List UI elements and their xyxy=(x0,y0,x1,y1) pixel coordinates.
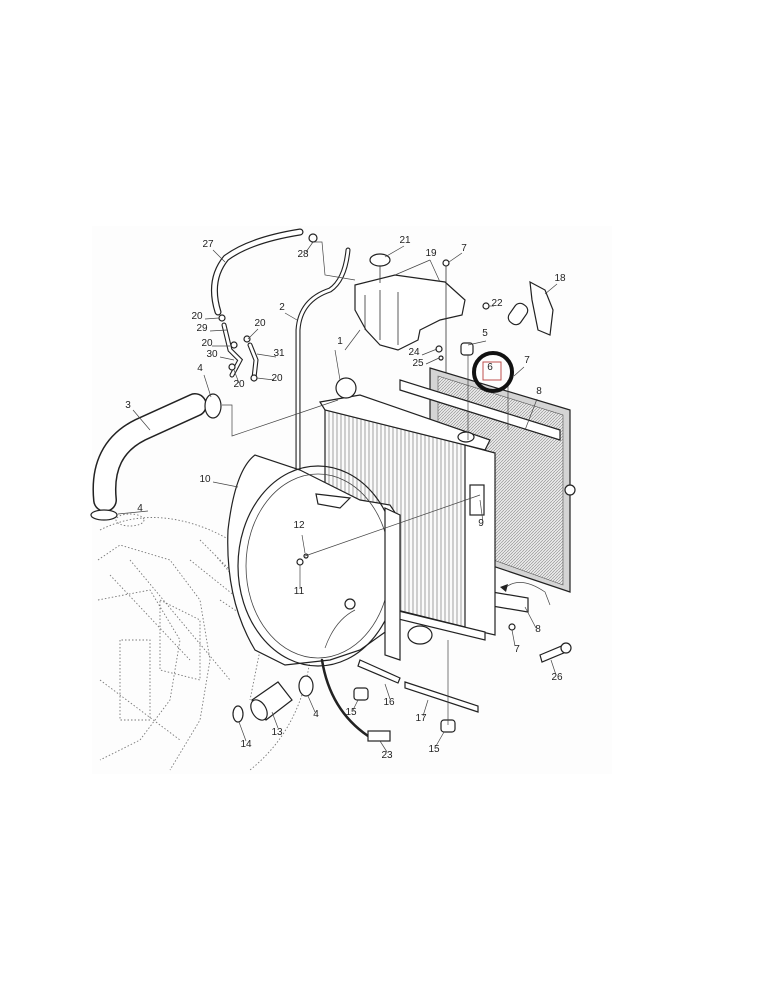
callout-label-5: 5 xyxy=(482,328,488,339)
callout-label-8: 8 xyxy=(536,386,542,397)
callout-label-7: 7 xyxy=(461,243,467,254)
drain-hose-part-23 xyxy=(320,658,391,742)
expansion-tank-part-1 xyxy=(354,253,466,351)
straps-16-17 xyxy=(357,659,479,713)
callout-label-30: 30 xyxy=(206,349,218,360)
callout-label-1: 1 xyxy=(337,336,343,347)
top-rail-part-8 xyxy=(399,379,561,441)
clamp-part-14 xyxy=(232,705,244,723)
highlight-box xyxy=(482,361,502,381)
callout-label-13: 13 xyxy=(271,727,283,738)
callout-label-15: 15 xyxy=(345,707,357,718)
callout-label-20: 20 xyxy=(254,318,266,329)
bolt-part-7-lower xyxy=(508,623,516,631)
callout-label-20: 20 xyxy=(271,373,283,384)
callout-label-31: 31 xyxy=(273,348,285,359)
callout-label-7: 7 xyxy=(524,355,530,366)
bolt-part-11 xyxy=(296,558,304,566)
overflow-pipe-part-2 xyxy=(295,247,351,513)
highlighted-part-6[interactable] xyxy=(472,351,514,393)
callout-label-25: 25 xyxy=(412,358,424,369)
callout-label-12: 12 xyxy=(293,520,305,531)
fan-shroud-part-10 xyxy=(227,454,401,667)
callout-label-22: 22 xyxy=(491,298,503,309)
callout-label-10: 10 xyxy=(199,474,211,485)
callout-label-20: 20 xyxy=(233,379,245,390)
washer-part-24 xyxy=(435,345,443,353)
callout-label-24: 24 xyxy=(408,347,420,358)
callout-label-9: 9 xyxy=(478,518,484,529)
mounts-part-15 xyxy=(353,687,456,733)
drain-plug-part-26 xyxy=(539,642,572,663)
callout-label-29: 29 xyxy=(196,323,208,334)
callout-label-7: 7 xyxy=(514,644,520,655)
callout-label-21: 21 xyxy=(399,235,411,246)
callout-label-19: 19 xyxy=(425,248,437,259)
callout-label-20: 20 xyxy=(191,311,203,322)
callout-label-6: 6 xyxy=(487,362,493,373)
callout-label-23: 23 xyxy=(381,750,393,761)
sensor-part-22 xyxy=(482,302,490,310)
callout-label-4: 4 xyxy=(313,709,319,720)
callout-label-17: 17 xyxy=(415,713,427,724)
clamp-part-4-lower xyxy=(298,675,314,697)
fan-shroud-bracket-part-18 xyxy=(507,280,554,336)
callout-label-8: 8 xyxy=(535,624,541,635)
grommet-part-5 xyxy=(460,342,474,356)
callout-label-11: 11 xyxy=(294,586,305,597)
callout-label-2: 2 xyxy=(279,302,285,313)
callout-label-28: 28 xyxy=(297,249,309,260)
lower-hose-part-13 xyxy=(250,681,293,721)
callout-label-16: 16 xyxy=(383,697,395,708)
upper-hose-part-3 xyxy=(92,393,207,512)
callout-label-18: 18 xyxy=(554,273,566,284)
washer-part-25 xyxy=(438,355,444,361)
callout-label-27: 27 xyxy=(202,239,214,250)
small-hoses-29-30-31 xyxy=(218,233,318,382)
highlight-circle xyxy=(472,351,514,393)
callout-label-26: 26 xyxy=(551,672,563,683)
clamp-part-4 xyxy=(90,393,222,521)
hose-part-27 xyxy=(210,228,304,316)
callout-label-15: 15 xyxy=(428,744,440,755)
callout-label-14: 14 xyxy=(240,739,252,750)
callout-labels: 1234445677788910111213141515161718192020… xyxy=(125,235,566,761)
callout-label-3: 3 xyxy=(125,400,131,411)
callout-label-4: 4 xyxy=(197,363,203,374)
callout-label-4: 4 xyxy=(137,503,143,514)
leader-lines xyxy=(117,241,558,753)
callout-label-20: 20 xyxy=(201,338,213,349)
